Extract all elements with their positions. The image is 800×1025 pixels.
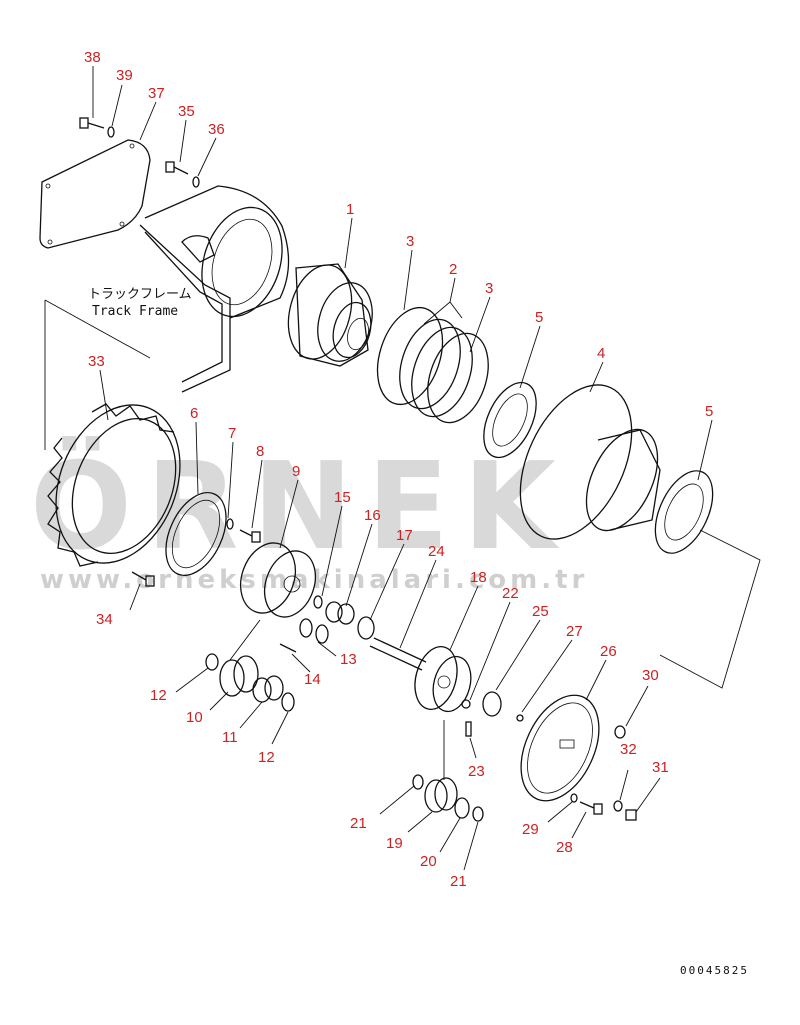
bolt-35 bbox=[165, 161, 189, 175]
callout-12a: 12 bbox=[150, 687, 167, 704]
callout-31: 31 bbox=[652, 759, 669, 776]
callout-34: 34 bbox=[96, 611, 113, 628]
callout-1: 1 bbox=[346, 201, 354, 218]
bearing-19 bbox=[424, 777, 458, 813]
pin-22 bbox=[461, 699, 471, 709]
washer-21b bbox=[472, 806, 484, 822]
callout-13: 13 bbox=[340, 651, 357, 668]
callout-35: 35 bbox=[178, 103, 195, 120]
bolt-8 bbox=[239, 529, 261, 543]
callouts: 38 39 37 35 36 1 3 2 3 5 4 5 33 6 7 8 9 … bbox=[84, 49, 713, 890]
washer-12a bbox=[205, 653, 219, 671]
callout-8: 8 bbox=[256, 443, 264, 460]
bolt-38 bbox=[79, 117, 105, 129]
callout-19: 19 bbox=[386, 835, 403, 852]
callout-15: 15 bbox=[334, 489, 351, 506]
bearing-20 bbox=[454, 797, 470, 819]
bolt-34 bbox=[131, 571, 155, 587]
callout-3b: 3 bbox=[485, 280, 493, 297]
washer-29 bbox=[570, 793, 578, 803]
callout-25: 25 bbox=[532, 603, 549, 620]
plug-31 bbox=[613, 800, 623, 812]
washer-15 bbox=[313, 595, 323, 609]
ring-25 bbox=[482, 691, 502, 717]
bolt-28 bbox=[579, 801, 603, 815]
callout-21a: 21 bbox=[350, 815, 367, 832]
washer-21a bbox=[412, 774, 424, 790]
callout-37: 37 bbox=[148, 85, 165, 102]
bearing-16 bbox=[325, 601, 355, 625]
callout-28: 28 bbox=[556, 839, 573, 856]
callout-39: 39 bbox=[116, 67, 133, 84]
callout-9: 9 bbox=[292, 463, 300, 480]
pin-23 bbox=[465, 721, 472, 737]
plug-30 bbox=[614, 725, 626, 739]
callout-10: 10 bbox=[186, 709, 203, 726]
callout-38: 38 bbox=[84, 49, 101, 66]
callout-3a: 3 bbox=[406, 233, 414, 250]
track-frame bbox=[139, 185, 290, 393]
callout-22: 22 bbox=[502, 585, 519, 602]
hydraulic-motor bbox=[287, 263, 373, 367]
planet-gear-18 bbox=[414, 646, 472, 713]
washer-36 bbox=[192, 176, 200, 188]
callout-2: 2 bbox=[449, 261, 457, 278]
watermark-brand: ÖRNEK bbox=[30, 437, 570, 577]
bolt-31 bbox=[625, 809, 637, 821]
plug-27 bbox=[516, 714, 524, 722]
o-ring-3a bbox=[376, 306, 444, 406]
bearing-5b bbox=[654, 470, 714, 554]
washer-39 bbox=[107, 126, 115, 138]
callout-18: 18 bbox=[470, 569, 487, 586]
callout-14: 14 bbox=[304, 671, 321, 688]
callout-29: 29 bbox=[522, 821, 539, 838]
sun-gear-24 bbox=[369, 637, 427, 671]
callout-7: 7 bbox=[228, 425, 236, 442]
callout-27: 27 bbox=[566, 623, 583, 640]
callout-5b: 5 bbox=[705, 403, 713, 420]
ring-17 bbox=[357, 616, 375, 640]
document-number: 00045825 bbox=[680, 964, 749, 977]
hub-4 bbox=[519, 384, 661, 540]
callout-20: 20 bbox=[420, 853, 437, 870]
callout-12b: 12 bbox=[258, 749, 275, 766]
carrier-9 bbox=[239, 542, 317, 618]
cover-plate bbox=[39, 139, 151, 249]
ring-6 bbox=[165, 491, 227, 577]
floating-seal-2 bbox=[399, 318, 461, 410]
cover-26 bbox=[520, 694, 600, 802]
callout-6: 6 bbox=[190, 405, 198, 422]
track-frame-label-en: Track Frame bbox=[92, 304, 178, 319]
leader-lines bbox=[92, 66, 713, 871]
floating-seal-2b bbox=[411, 326, 473, 418]
callout-21b: 21 bbox=[450, 873, 467, 890]
track-frame-label-jp: トラックフレーム bbox=[88, 287, 192, 302]
watermark-url: www.orneksmakinalari.com.tr bbox=[40, 565, 588, 595]
callout-5a: 5 bbox=[535, 309, 543, 326]
callout-23: 23 bbox=[468, 763, 485, 780]
washer-7 bbox=[226, 518, 234, 530]
callout-24: 24 bbox=[428, 543, 445, 560]
callout-16: 16 bbox=[364, 507, 381, 524]
callout-11: 11 bbox=[222, 729, 238, 746]
callout-17: 17 bbox=[396, 527, 413, 544]
callout-4: 4 bbox=[597, 345, 605, 362]
callout-32: 32 bbox=[620, 741, 637, 758]
needle-bearing-11 bbox=[252, 675, 284, 703]
callout-33: 33 bbox=[88, 353, 105, 370]
needle-bearing-10 bbox=[219, 655, 259, 697]
callout-36: 36 bbox=[208, 121, 225, 138]
shaft-13 bbox=[299, 618, 329, 644]
o-ring-3b bbox=[427, 332, 489, 424]
washer-12b bbox=[281, 692, 295, 712]
pin-14 bbox=[279, 643, 297, 653]
sprocket-33 bbox=[47, 403, 181, 567]
callout-26: 26 bbox=[600, 643, 617, 660]
callout-30: 30 bbox=[642, 667, 659, 684]
bearing-5a bbox=[483, 381, 537, 459]
